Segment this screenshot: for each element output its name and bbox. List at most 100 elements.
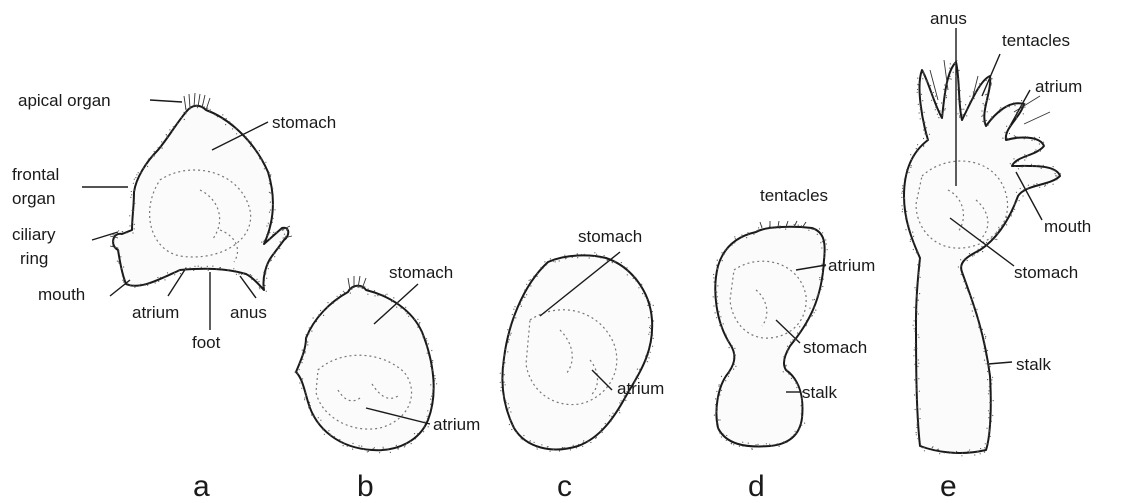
stipple-dot [822,269,823,270]
stipple-dot [722,260,723,261]
stipple-dot [541,444,542,445]
stipple-dot [916,390,917,391]
stipple-dot [1011,215,1012,216]
stipple-dot [717,428,718,429]
stipple-dot [905,174,906,175]
stipple-dot [1045,185,1046,186]
stipple-dot [510,325,511,326]
stipple-dot [713,305,714,306]
stipple-dot [1054,170,1055,171]
stipple-dot [902,211,903,212]
stipple-dot [273,195,274,196]
stipple-dot [207,269,208,270]
stipple-dot [428,355,429,356]
stipple-dot [918,363,919,364]
stipple-dot [256,150,257,151]
stipple-dot [185,112,186,113]
stipple-dot [981,110,982,111]
stipple-dot [432,362,433,363]
stipple-dot [328,430,329,431]
stipple-dot [923,145,924,146]
stipple-dot [956,75,957,76]
stipple-dot [417,319,418,320]
stipple-dot [269,172,270,173]
stipple-dot [207,266,208,267]
stipple-dot [124,279,125,280]
stipple-dot [374,290,375,291]
stipple-dot [268,223,269,224]
stipple-dot [761,226,762,227]
panel-e: anus tentacles atrium mouth stomach stal… [904,9,1091,503]
stipple-dot [530,285,531,286]
stipple-dot [377,295,378,296]
stipple-dot [795,339,796,340]
stipple-dot [984,351,985,352]
stipple-dot [427,418,428,419]
stipple-dot [777,443,778,444]
stipple-dot [273,204,274,205]
stipple-dot [918,104,919,105]
stipple-dot [734,348,735,349]
panel-b: stomach atrium b [296,263,480,503]
stipple-dot [590,442,591,443]
stipple-dot [503,396,504,397]
stipple-dot [741,236,742,237]
stipple-dot [226,118,227,119]
stipple-dot [910,239,911,240]
stipple-dot [641,284,642,285]
stipple-dot [433,388,434,389]
stipple-dot [729,373,730,374]
stipple-dot [970,295,971,296]
stipple-dot [383,447,384,448]
stipple-dot [961,274,962,275]
stipple-dot [408,316,409,317]
stipple-dot [820,289,821,290]
stipple-dot [926,80,927,81]
stipple-dot [521,300,522,301]
stipple-dot [914,379,915,380]
stipple-dot [431,396,432,397]
stipple-dot [954,63,955,64]
stipple-dot [992,377,993,378]
stipple-dot [258,281,259,282]
stipple-dot [1012,211,1013,212]
stipple-dot [1046,166,1047,167]
stipple-dot [793,434,794,435]
stipple-dot [941,102,942,103]
stipple-dot [158,281,159,282]
stipple-dot [304,399,305,400]
stipple-dot [1044,186,1045,187]
stipple-dot [645,296,646,297]
stipple-dot [133,183,134,184]
stipple-dot [502,378,503,379]
stipple-dot [634,386,635,387]
stipple-dot [988,417,989,418]
stipple-dot [308,333,309,334]
stipple-dot [198,266,199,267]
stipple-dot [428,343,429,344]
stipple-dot [717,296,718,297]
stipple-dot [992,415,993,416]
stipple-dot [1038,165,1039,166]
stipple-dot [612,413,613,414]
stipple-dot [193,270,194,271]
stipple-dot [323,310,324,311]
stipple-dot [1055,175,1056,176]
stipple-dot [639,369,640,370]
stipple-dot [126,232,127,233]
stipple-dot [918,359,919,360]
stipple-dot [962,115,963,116]
stipple-dot [652,335,653,336]
stipple-dot [819,279,820,280]
stipple-dot [145,284,146,285]
stipple-dot [305,351,306,352]
stipple-dot [929,134,930,135]
stipple-dot [990,436,991,437]
stipple-dot [914,156,915,157]
stipple-dot [153,155,154,156]
stipple-dot [917,78,918,79]
stipple-dot [210,109,211,110]
stipple-dot [915,303,916,304]
stipple-dot [716,292,717,293]
stipple-dot [901,193,902,194]
